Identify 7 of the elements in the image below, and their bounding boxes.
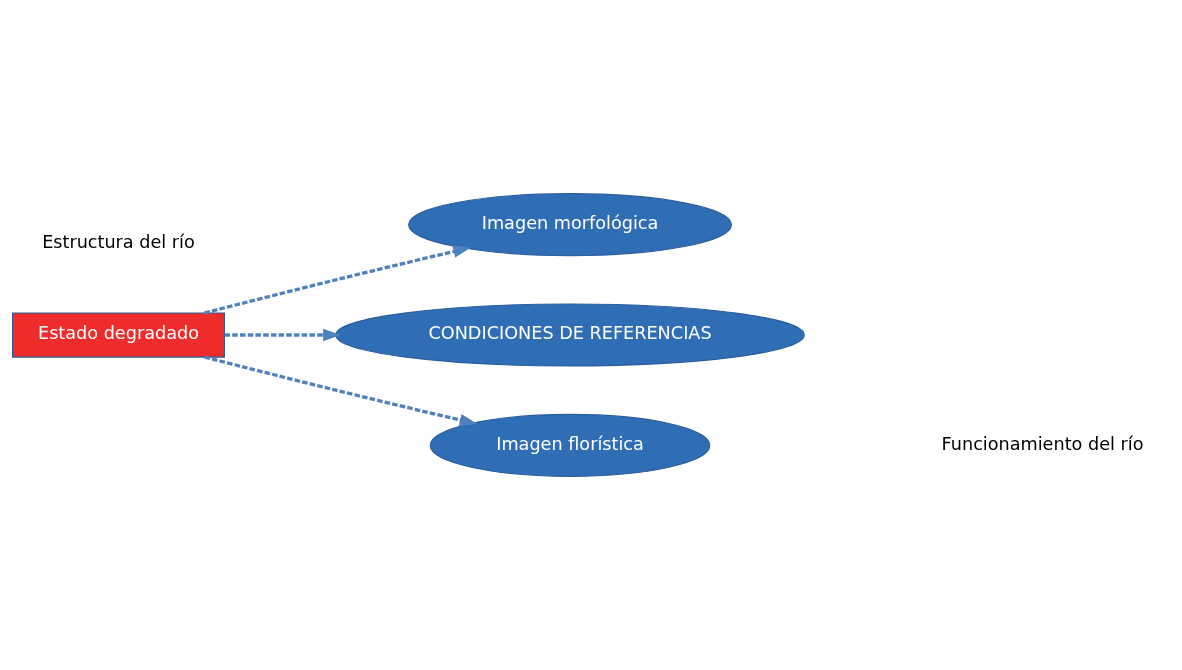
label: Estructura del río [42,231,195,252]
arrow [204,355,478,427]
node-box: Estado degradado [11,312,225,358]
arrow [224,328,341,342]
label: Funcionamiento del río [941,433,1144,454]
arrow [204,245,472,315]
node-ellipse: CONDICIONES DE REFERENCIAS [335,303,805,367]
